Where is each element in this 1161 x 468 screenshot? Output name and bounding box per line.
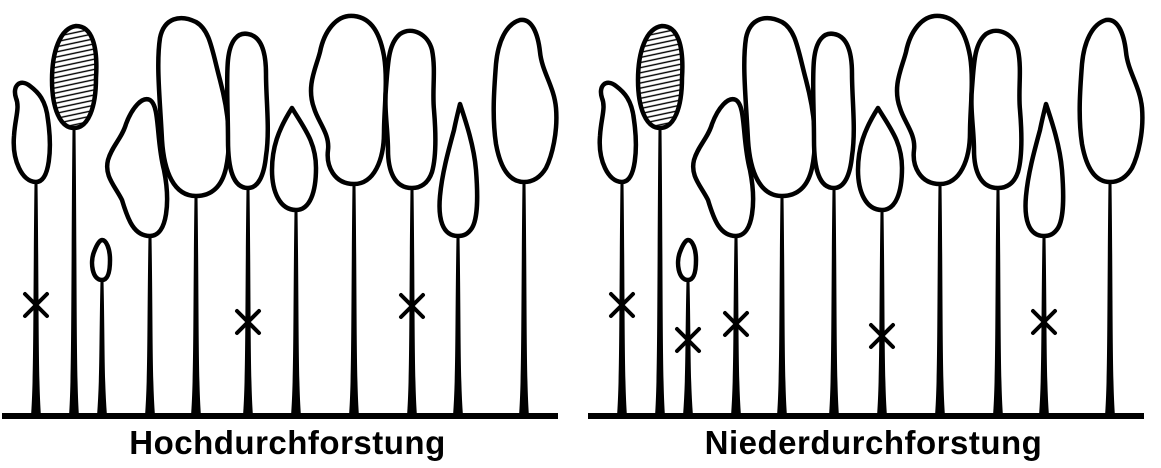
tree-trunk [97, 280, 107, 416]
tree-trunk [243, 188, 253, 416]
tree-2 [638, 26, 682, 416]
tree-trunk [935, 184, 945, 416]
crown-round [897, 16, 972, 184]
tree-trunk [877, 210, 887, 416]
tree-3 [92, 240, 110, 416]
crown-small [92, 240, 110, 280]
crown-pointed [272, 108, 316, 210]
tree-4 [107, 99, 167, 416]
tree-8 [897, 16, 972, 416]
tree-trunk [453, 236, 463, 416]
crown-pointed [1026, 104, 1064, 236]
tree-trunk [683, 280, 693, 416]
crown-irregular [693, 99, 753, 236]
tree-4 [693, 99, 753, 416]
panel-hochdurchforstung: Hochdurchforstung [0, 0, 575, 468]
tree-trunk [829, 188, 839, 416]
crown-round [813, 34, 854, 188]
crown-round [971, 31, 1021, 188]
panel-niederdurchforstung: Niederdurchforstung [586, 0, 1161, 468]
tree-trunk [69, 128, 79, 416]
crown-round [158, 18, 229, 196]
tree-9 [971, 31, 1021, 416]
tree-trunk [777, 196, 787, 416]
crown-round [227, 34, 268, 188]
tree-10 [440, 104, 478, 416]
crown-irregular [107, 99, 167, 236]
crown-round [494, 20, 557, 182]
tree-trunk [1105, 182, 1115, 416]
tree-1 [600, 83, 636, 416]
tree-7 [858, 108, 902, 416]
crown-shaded [638, 26, 682, 128]
tree-trunk [349, 184, 359, 416]
tree-6 [227, 34, 268, 416]
tree-5 [158, 18, 229, 416]
tree-trunk [655, 128, 665, 416]
tree-stand-diagram-niederdurchforstung [586, 0, 1161, 420]
tree-stand-diagram-hochdurchforstung [0, 0, 575, 420]
tree-trunk [519, 182, 529, 416]
tree-8 [311, 16, 386, 416]
crown-round [311, 16, 386, 184]
caption-hochdurchforstung: Hochdurchforstung [0, 424, 575, 462]
crown-round [1080, 20, 1143, 182]
tree-9 [385, 31, 435, 416]
tree-10 [1026, 104, 1064, 416]
tree-1 [14, 83, 50, 416]
tree-3 [678, 240, 696, 416]
tree-trunk [191, 196, 201, 416]
crown-round [744, 18, 815, 196]
tree-11 [1080, 20, 1143, 416]
tree-6 [813, 34, 854, 416]
tree-2 [52, 26, 96, 416]
tree-7 [272, 108, 316, 416]
tree-11 [494, 20, 557, 416]
crown-pointed [858, 108, 902, 210]
crown-pointed [440, 104, 478, 236]
crown-round [600, 83, 636, 182]
tree-trunk [145, 236, 155, 416]
tree-trunk [291, 210, 301, 416]
crown-round [385, 31, 435, 188]
tree-trunk [993, 188, 1003, 416]
crown-small [678, 240, 696, 280]
caption-niederdurchforstung: Niederdurchforstung [586, 424, 1161, 462]
crown-shaded [52, 26, 96, 128]
tree-5 [744, 18, 815, 416]
crown-round [14, 83, 50, 182]
